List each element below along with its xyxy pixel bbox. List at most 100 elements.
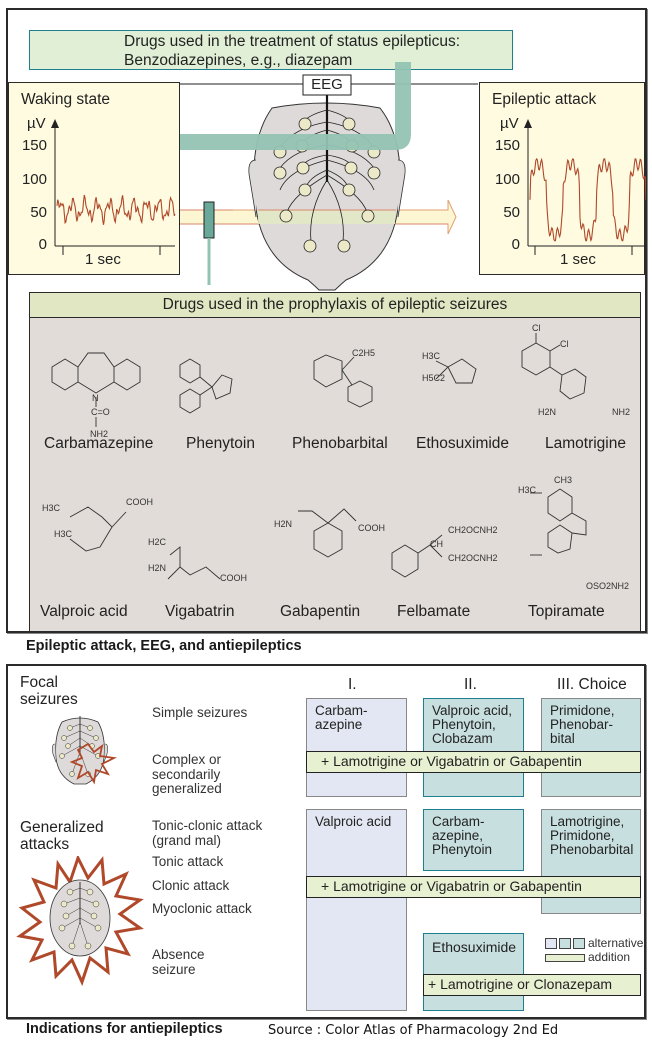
generalized-type-myoclonic: Myoclonic attack <box>152 901 252 916</box>
absence-choice-second: Ethosuximide <box>423 933 524 1011</box>
generalized-type-tonic: Tonic attack <box>152 854 224 869</box>
focal-choice2-line2: Phenytoin, <box>432 717 496 732</box>
waking-x-label: 1 sec <box>85 251 121 268</box>
waking-eeg-plot <box>51 119 176 255</box>
absence-seizure-label: Absence seizure <box>152 947 205 977</box>
lamotrigine-cl2-label: Cl <box>560 339 569 349</box>
gabapentin-cooh-label: COOH <box>358 523 385 533</box>
focal-burst-icon <box>69 742 117 785</box>
drug-name-gabapentin: Gabapentin <box>280 603 361 620</box>
figure1-caption: Epileptic attack, EEG, and antiepileptic… <box>26 638 302 654</box>
drug-name-phenobarbital: Phenobarbital <box>292 435 388 452</box>
generalized-choice3-line3: Phenobarbital <box>550 842 634 857</box>
legend-swatch-third <box>573 938 585 949</box>
waking-state-panel: Waking state µV 150 100 50 0 1 sec <box>8 82 180 275</box>
waking-eeg-trace <box>56 194 176 225</box>
structure-drawings <box>51 333 587 580</box>
drug-name-vigabatrin: Vigabatrin <box>165 603 235 620</box>
gabapentin-structure <box>298 508 357 558</box>
figure-eeg-antiepileptics: Drugs used in the treatment of status ep… <box>6 8 647 633</box>
figure-indications: I. II. III. Choice Focal seizures Simple… <box>6 664 646 1019</box>
treatment-arrow-left <box>158 62 411 158</box>
generalized-type-clonic: Clonic attack <box>152 878 230 893</box>
focal-choice-first: Carbam- azepine <box>306 698 407 797</box>
topiramate-h3c-label: H3C <box>518 485 537 495</box>
drug-name-ethosuximide: Ethosuximide <box>416 435 510 452</box>
felbamate-ch2ocnh2-bottom-label: CH2OCNH2 <box>448 553 498 563</box>
attack-eeg-trace <box>529 157 646 243</box>
felbamate-structure <box>391 534 443 578</box>
waking-ytick-50: 50 <box>30 204 47 221</box>
focal-type-complex: Complex or secondarily generalized <box>152 752 222 796</box>
focal-choice3-line3: bital <box>550 731 575 746</box>
eeg-label: EEG <box>311 76 343 93</box>
focal-choice-second: Valproic acid, Phenytoin, Clobazam <box>423 698 524 797</box>
status-epilepticus-line2: Benzodiazepines, e.g., diazepam <box>124 52 353 69</box>
generalized-choice-third: Lamotrigine, Primidone, Phenobarbital <box>541 809 641 914</box>
carbamazepine-structure <box>51 352 141 427</box>
topiramate-osonh2-label: OSO2NH2 <box>586 581 630 591</box>
focal-choice1-line1: Carbam- <box>315 703 368 718</box>
lamotrigine-cl1-label: Cl <box>532 323 541 333</box>
lamotrigine-structure <box>521 333 587 400</box>
legend-addition-label: addition <box>588 950 631 964</box>
felbamate-ch-label: CH <box>430 539 443 549</box>
attack-ytick-100: 100 <box>494 171 520 188</box>
epileptic-attack-title: Epileptic attack <box>492 91 597 108</box>
absence-line1: Absence <box>152 947 205 962</box>
attack-y-unit: µV <box>500 115 519 132</box>
absence-addition-bar: + Lamotrigine or Clonazepam <box>423 974 641 996</box>
epileptic-attack-panel: Epileptic attack µV 150 100 50 0 1 sec <box>479 82 646 275</box>
phenobarbital-structure <box>313 354 373 408</box>
focal-choice-third: Primidone, Phenobar- bital <box>541 698 641 797</box>
absence-line2: seizure <box>152 961 196 977</box>
focal-choice1-line2: azepine <box>315 717 363 732</box>
generalized-choice3-line2: Primidone, <box>550 828 615 843</box>
ethosuximide-h5c2-label: H5C2 <box>422 373 446 383</box>
lamotrigine-h2n-label: H2N <box>538 407 557 417</box>
attack-eeg-plot <box>524 119 646 255</box>
drug-name-felbamate: Felbamate <box>397 603 471 620</box>
legend-swatch-second <box>559 938 571 949</box>
generalized-label-line2: attacks <box>20 836 70 853</box>
waking-ytick-150: 150 <box>21 137 47 154</box>
carbamazepine-co-label: C=O <box>91 407 110 417</box>
drug-name-valproic-acid: Valproic acid <box>40 603 128 620</box>
lamotrigine-nh2-label: NH2 <box>612 407 631 417</box>
felbamate-ch2ocnh2-top-label: CH2OCNH2 <box>448 525 498 535</box>
generalized-addition-bar: + Lamotrigine or Vigabatrin or Gabapenti… <box>306 876 641 898</box>
attack-ytick-150: 150 <box>494 137 520 154</box>
drug-name-topiramate: Topiramate <box>528 603 605 620</box>
column-header-second: II. <box>464 676 477 693</box>
vigabatrin-h2c-label: H2C <box>148 537 167 547</box>
vigabatrin-structure <box>167 546 221 580</box>
waking-y-unit: µV <box>27 115 46 132</box>
phenytoin-structure <box>179 358 233 414</box>
waking-ytick-0: 0 <box>38 236 47 253</box>
generalized-head-burst-icon <box>16 856 144 986</box>
generalized-choice3-line1: Lamotrigine, <box>550 814 625 829</box>
waking-ytick-100: 100 <box>21 171 47 188</box>
focal-seizures-label: Focal seizures <box>20 674 78 708</box>
generalized-choice2-line3: Phenytoin <box>432 842 493 857</box>
generalized-choice2-line2: azepine, <box>432 828 484 843</box>
figure2-caption: Indications for antiepileptics <box>26 1021 223 1037</box>
focal-label-line1: Focal <box>20 674 58 691</box>
focal-type-simple: Simple seizures <box>152 705 248 720</box>
legend-swatch-addition <box>545 954 585 962</box>
generalized-label-line1: Generalized <box>20 819 104 836</box>
ethosuximide-structure <box>435 358 477 384</box>
column-header-first: I. <box>348 676 357 693</box>
focal-choice2-line3: Clobazam <box>432 731 493 746</box>
carbamazepine-nh2-label: NH2 <box>90 429 109 439</box>
gabapentin-h2n-label: H2N <box>274 519 293 529</box>
valproic-h3c2-label: H3C <box>54 529 73 539</box>
drug-name-phenytoin: Phenytoin <box>186 435 255 452</box>
focal-choice2-line1: Valproic acid, <box>432 703 513 718</box>
status-epilepticus-box: Drugs used in the treatment of status ep… <box>29 30 513 70</box>
valproic-cooh-label: COOH <box>126 497 153 507</box>
focal-head-icon <box>52 716 117 785</box>
prophylaxis-heading: Drugs used in the prophylaxis of epilept… <box>30 293 640 318</box>
ethosuximide-h3c-label: H3C <box>422 351 441 361</box>
generalized-attacks-label: Generalized attacks <box>20 819 104 853</box>
